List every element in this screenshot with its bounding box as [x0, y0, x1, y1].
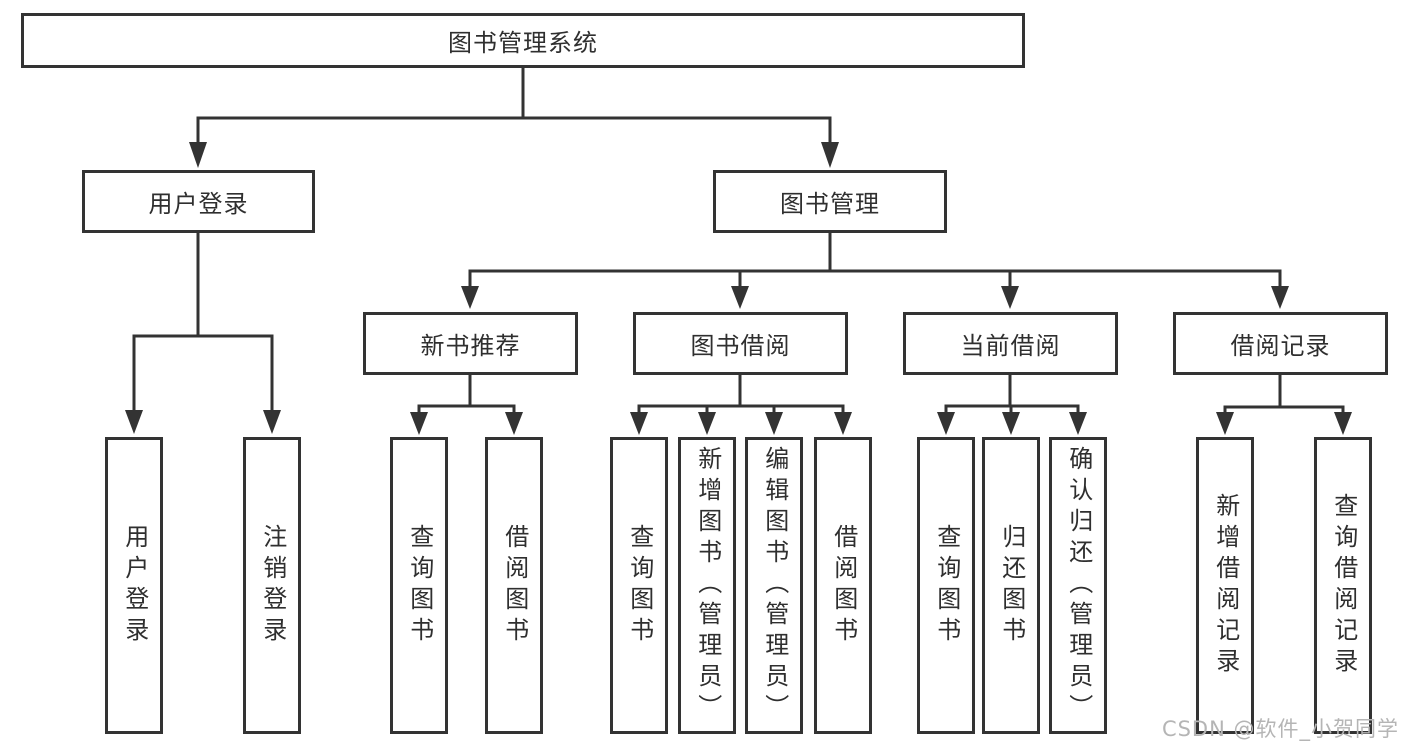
leaf-logout: 注销登录 [243, 437, 301, 734]
leaf-query-books-recommend: 查询图书 [390, 437, 448, 734]
root-node-label: 图书管理系统 [448, 29, 598, 57]
book-management-node: 图书管理 [713, 170, 947, 233]
leaf-query-borrow-record-label: 查询借阅记录 [1329, 492, 1358, 679]
leaf-add-borrow-record-label: 新增借阅记录 [1211, 492, 1240, 679]
leaf-confirm-return-admin-label: 确认归还（管理员） [1064, 446, 1093, 725]
new-book-recommend-node: 新书推荐 [363, 312, 578, 375]
user-login-node: 用户登录 [82, 170, 315, 233]
leaf-add-books-admin-label: 新增图书（管理员） [693, 446, 722, 725]
leaf-borrow-books-recommend-label: 借阅图书 [500, 523, 529, 648]
leaf-borrow-books: 借阅图书 [814, 437, 872, 734]
leaf-edit-books-admin-label: 编辑图书（管理员） [760, 446, 789, 725]
leaf-return-books-label: 归还图书 [997, 523, 1026, 648]
borrow-record-node: 借阅记录 [1173, 312, 1388, 375]
leaf-query-books-borrow: 查询图书 [610, 437, 668, 734]
book-borrow-node: 图书借阅 [633, 312, 848, 375]
book-management-node-label: 图书管理 [780, 190, 880, 218]
leaf-query-books-current-label: 查询图书 [932, 523, 961, 648]
leaf-query-books-recommend-label: 查询图书 [405, 523, 434, 648]
leaf-add-borrow-record: 新增借阅记录 [1196, 437, 1254, 734]
leaf-borrow-books-recommend: 借阅图书 [485, 437, 543, 734]
leaf-query-books-borrow-label: 查询图书 [625, 523, 654, 648]
leaf-borrow-books-label: 借阅图书 [829, 523, 858, 648]
leaf-user-login-label: 用户登录 [120, 523, 149, 648]
csdn-watermark: CSDN @软件_小贺同学 [1161, 717, 1399, 741]
user-login-node-label: 用户登录 [148, 190, 249, 218]
leaf-edit-books-admin: 编辑图书（管理员） [745, 437, 803, 734]
book-borrow-label: 图书借阅 [690, 332, 791, 360]
leaf-query-books-current: 查询图书 [917, 437, 975, 734]
leaf-return-books: 归还图书 [982, 437, 1040, 734]
borrow-record-label: 借阅记录 [1230, 332, 1331, 360]
root-node: 图书管理系统 [21, 13, 1025, 68]
current-borrow-node: 当前借阅 [903, 312, 1118, 375]
leaf-query-borrow-record: 查询借阅记录 [1314, 437, 1372, 734]
leaf-user-login: 用户登录 [105, 437, 163, 734]
new-book-recommend-label: 新书推荐 [420, 332, 521, 360]
leaf-confirm-return-admin: 确认归还（管理员） [1049, 437, 1107, 734]
current-borrow-label: 当前借阅 [960, 332, 1061, 360]
leaf-add-books-admin: 新增图书（管理员） [678, 437, 736, 734]
leaf-logout-label: 注销登录 [258, 523, 287, 648]
